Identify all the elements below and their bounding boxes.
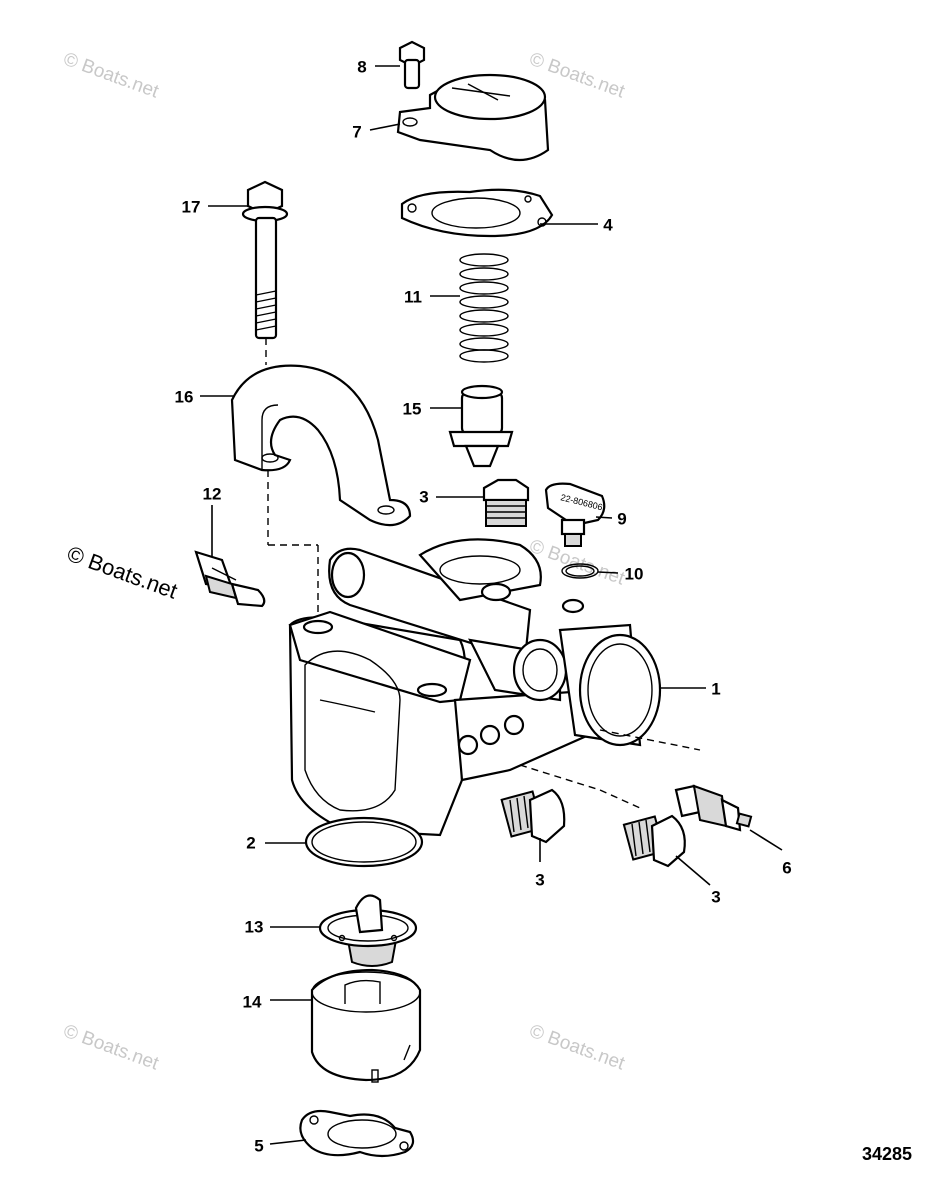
callout-1: 1: [711, 679, 721, 699]
callout-12: 12: [202, 484, 222, 504]
callout-14: 14: [242, 992, 262, 1012]
callout-16: 16: [174, 387, 194, 407]
callout-8: 8: [357, 57, 367, 77]
part-16-bracket: [230, 364, 412, 620]
callout-3-top: 3: [419, 487, 429, 507]
part-6-sensor: [674, 784, 753, 832]
part-12-sensor: [194, 550, 266, 608]
callout-2: 2: [246, 833, 256, 853]
part-11-spring: [459, 253, 509, 363]
callout-10: 10: [624, 564, 644, 584]
part-17-bolt: [241, 180, 289, 365]
part-1-housing: [288, 538, 701, 837]
callout-7: 7: [352, 122, 362, 142]
part-2-oring: [304, 816, 424, 868]
figure-number: 34285: [861, 1144, 912, 1164]
leader-lines: [200, 65, 783, 1145]
part-13-thermostat: [318, 894, 418, 967]
part-3-plug-right: [622, 814, 686, 868]
part-3-plug-middle: [500, 788, 566, 844]
callout-5: 5: [254, 1136, 264, 1156]
callout-17: 17: [181, 197, 201, 217]
part-8-bolt: [398, 40, 426, 90]
callout-9: 9: [617, 509, 627, 529]
part-9-fitting: 22-806806: [544, 482, 606, 547]
callout-11: 11: [404, 287, 422, 307]
callout-13: 13: [244, 917, 264, 937]
part-10-oring: [561, 563, 599, 579]
callout-3-right: 3: [711, 887, 721, 907]
callout-4: 4: [603, 215, 613, 235]
part-7-cover: [396, 73, 550, 161]
callout-6: 6: [782, 858, 792, 878]
part-5-gasket: [299, 1109, 415, 1158]
callout-3-middle: 3: [535, 870, 545, 890]
part-15-plunger: [448, 384, 514, 468]
part-4-gasket: [400, 188, 554, 238]
callout-15: 15: [402, 399, 422, 419]
part-14-sleeve: [310, 968, 422, 1083]
part-3-plug-top: [482, 478, 530, 527]
